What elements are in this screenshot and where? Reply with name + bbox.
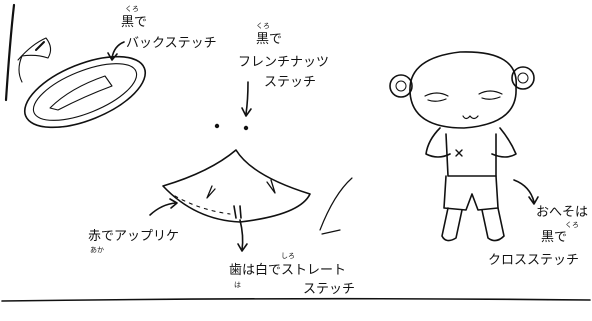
eye-knot-right — [243, 125, 249, 131]
ruby-kuro-1: くろ — [125, 5, 139, 13]
label-black-2: 黒で — [256, 32, 283, 47]
ruby-kuro-3: くろ — [565, 221, 579, 229]
eye-knot-left — [214, 123, 220, 129]
bottom-divider — [1, 297, 591, 302]
ruby-ha: は — [234, 281, 241, 289]
mouth-applique-drawing — [162, 149, 353, 235]
label-stitch-2: ステッチ — [303, 282, 356, 297]
label-teeth-straight: 歯は白でストレート — [229, 263, 347, 278]
label-french-knots: フレンチナッツ — [238, 55, 330, 70]
arrow-back-stitch — [111, 41, 125, 59]
bear-figure-drawing — [389, 51, 535, 242]
arrow-applique — [149, 202, 177, 216]
arrow-french-knots — [245, 81, 249, 115]
label-applique: 赤でアップリケ — [88, 229, 180, 244]
ruby-kuro-2: くろ — [256, 22, 270, 30]
label-black-3: 黒で — [541, 230, 568, 245]
label-back-stitch: バックステッチ — [126, 36, 217, 51]
corner-stroke — [4, 3, 16, 102]
label-navel: おへそは — [536, 205, 589, 220]
oval-patch-drawing — [17, 37, 147, 129]
arrow-navel — [513, 179, 535, 203]
ruby-shiro: しろ — [281, 252, 295, 260]
needle-thread — [17, 37, 52, 83]
label-black-1: 黒で — [121, 15, 148, 30]
label-stitch-1: ステッチ — [264, 75, 317, 90]
ruby-aka: あか — [90, 246, 104, 254]
arrow-teeth — [239, 219, 244, 251]
label-cross-stitch: クロスステッチ — [488, 253, 580, 268]
